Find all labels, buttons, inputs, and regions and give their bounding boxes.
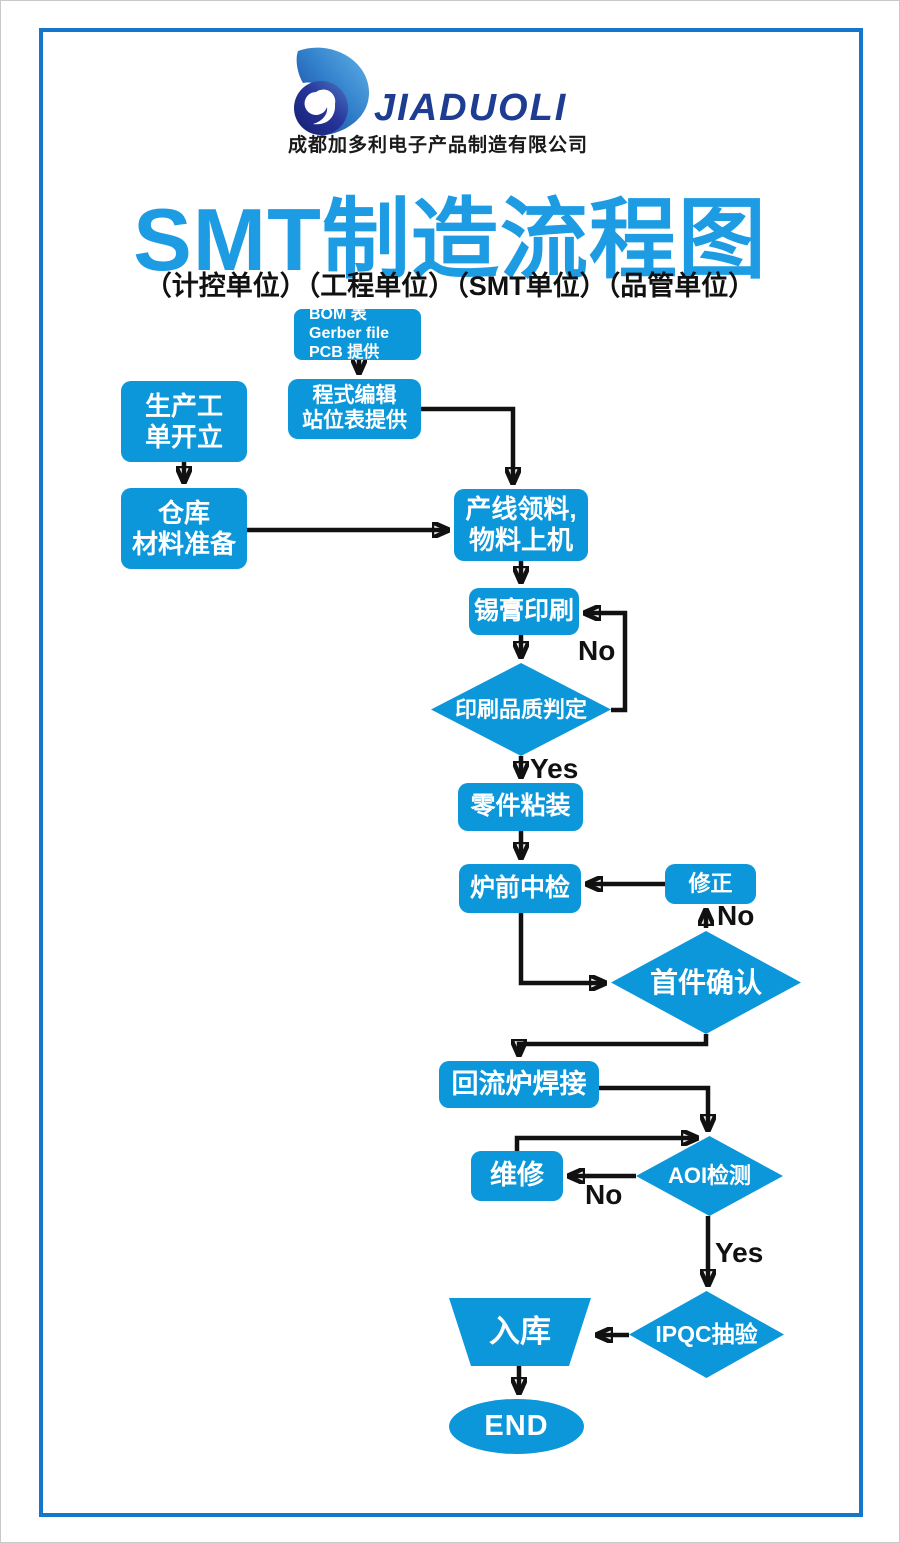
node-correction: 修正 — [665, 864, 756, 904]
node-program-edit: 程式编辑 站位表提供 — [288, 379, 421, 439]
logo-wordmark: JIADUOLI — [374, 87, 568, 129]
arrow-oven-to-confirm — [518, 913, 604, 983]
arrow-confirm-to-reflow — [519, 1034, 709, 1054]
arrow-reflow-to-aoi — [599, 1085, 708, 1129]
arrow-repair-loop-to-aoi — [514, 1138, 696, 1151]
node-solder-paste-print: 锡膏印刷 — [469, 588, 579, 635]
label-aoi-no: No — [585, 1179, 623, 1210]
node-repair: 维修 — [471, 1151, 563, 1201]
label-print-no: No — [578, 635, 616, 666]
label-first-article-no: No — [717, 900, 755, 931]
node-warehouse-in: 入库 — [449, 1298, 591, 1366]
arrow-program-to-line — [421, 406, 513, 482]
label-print-yes: Yes — [530, 753, 579, 784]
company-name: 成都加多利电子产品制造有限公司 — [287, 135, 588, 156]
node-warehouse-material: 仓库 材料准备 — [121, 488, 247, 569]
arrow-printq-no-loop — [586, 613, 628, 713]
department-legend: （计控单位）（工程单位）（SMT单位）（品管单位） — [144, 271, 756, 301]
node-reflow-soldering: 回流炉焊接 — [439, 1061, 599, 1108]
label-aoi-yes: Yes — [715, 1237, 764, 1268]
jiaduoli-logo-icon — [294, 47, 370, 136]
node-end: END — [449, 1399, 584, 1454]
node-component-mount: 零件粘装 — [458, 783, 583, 831]
page-title: SMT制造流程图 — [133, 190, 767, 289]
node-pre-oven-inspection: 炉前中检 — [459, 864, 581, 913]
node-work-order: 生产工 单开立 — [121, 381, 247, 462]
node-bom-input: BOM 表 Gerber file PCB 提供 — [294, 306, 421, 361]
node-line-feeding: 产线领料, 物料上机 — [454, 489, 588, 561]
